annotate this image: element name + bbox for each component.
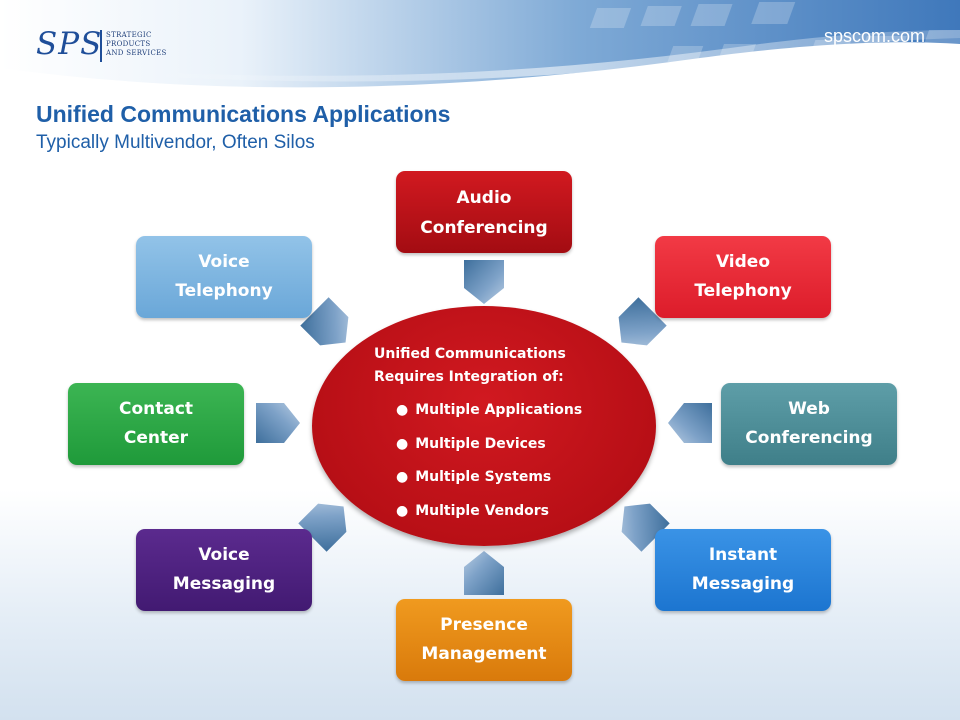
- chevron-contact-icon: [256, 403, 300, 443]
- chevron-presence-icon: [464, 551, 504, 595]
- voice-telephony-box: Voice Telephony: [136, 236, 312, 318]
- site-url[interactable]: spscom.com: [824, 26, 926, 46]
- web-conferencing-box: Web Conferencing: [721, 383, 897, 465]
- chevron-audio-icon: [464, 260, 504, 304]
- hub-heading: Unified Communications Requires Integrat…: [374, 346, 566, 385]
- page-title: Unified Communications Applications: [36, 101, 451, 127]
- contact-center-box: Contact Center: [68, 383, 244, 465]
- hub-item: Multiple Devices: [396, 433, 582, 467]
- chevron-web-icon: [668, 403, 712, 443]
- hub-list: Multiple Applications Multiple Devices M…: [396, 399, 582, 533]
- hub-item: Multiple Applications: [396, 399, 582, 433]
- logo: SPS: [36, 26, 103, 62]
- logo-divider: [100, 30, 102, 62]
- header-banner: [0, 0, 960, 95]
- voice-messaging-box: Voice Messaging: [136, 529, 312, 611]
- page-subtitle: Typically Multivendor, Often Silos: [36, 132, 315, 153]
- presence-management-box: Presence Management: [396, 599, 572, 681]
- video-telephony-box: Video Telephony: [655, 236, 831, 318]
- instant-messaging-box: Instant Messaging: [655, 529, 831, 611]
- audio-conferencing-box: Audio Conferencing: [396, 171, 572, 253]
- logo-tagline: Strategic Products And Services: [106, 31, 167, 57]
- hub-item: Multiple Vendors: [396, 500, 582, 534]
- hub-item: Multiple Systems: [396, 466, 582, 500]
